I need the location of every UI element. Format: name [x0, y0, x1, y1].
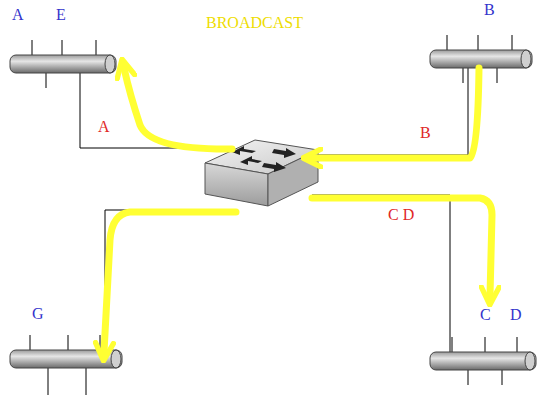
- station-label: E: [56, 6, 66, 24]
- wires: [30, 35, 517, 395]
- station-label: C: [480, 306, 491, 324]
- port-label: A: [98, 118, 110, 136]
- title: BROADCAST: [206, 14, 303, 32]
- station-label: D: [510, 306, 522, 324]
- broadcast-arrows: [104, 68, 492, 352]
- station-label: A: [12, 6, 24, 24]
- station-label: B: [484, 1, 495, 19]
- port-label: B: [420, 124, 431, 142]
- station-label: G: [32, 305, 44, 323]
- port-label: C D: [388, 206, 414, 224]
- bus-segments: [10, 50, 536, 370]
